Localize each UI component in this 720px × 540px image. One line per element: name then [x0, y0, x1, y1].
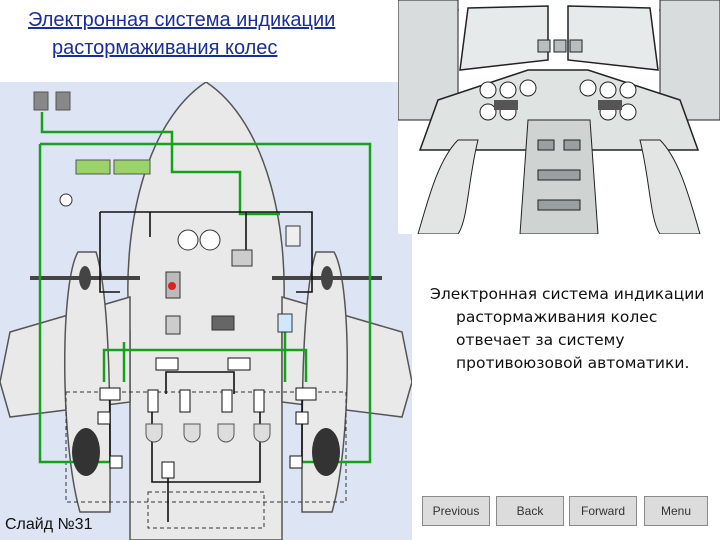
slide-title: Электронная система индикации растормажи…	[28, 6, 388, 62]
back-button[interactable]: Back	[496, 496, 564, 526]
slide-title-line1: Электронная система индикации	[28, 9, 336, 31]
forward-button[interactable]: Forward	[569, 496, 637, 526]
cockpit-illustration	[398, 0, 720, 234]
menu-button[interactable]: Menu	[644, 496, 708, 526]
slide-title-line2: растормаживания колес	[52, 37, 278, 59]
slide-number: Слайд №31	[5, 516, 93, 533]
previous-button[interactable]: Previous	[422, 496, 490, 526]
description-rest: растормаживания колес отвечает за систем…	[456, 308, 690, 372]
description-first-line: Электронная система индикации	[430, 285, 705, 303]
slide-description: Электронная система индикации растормажи…	[430, 283, 710, 375]
brake-indication-diagram	[0, 82, 412, 540]
